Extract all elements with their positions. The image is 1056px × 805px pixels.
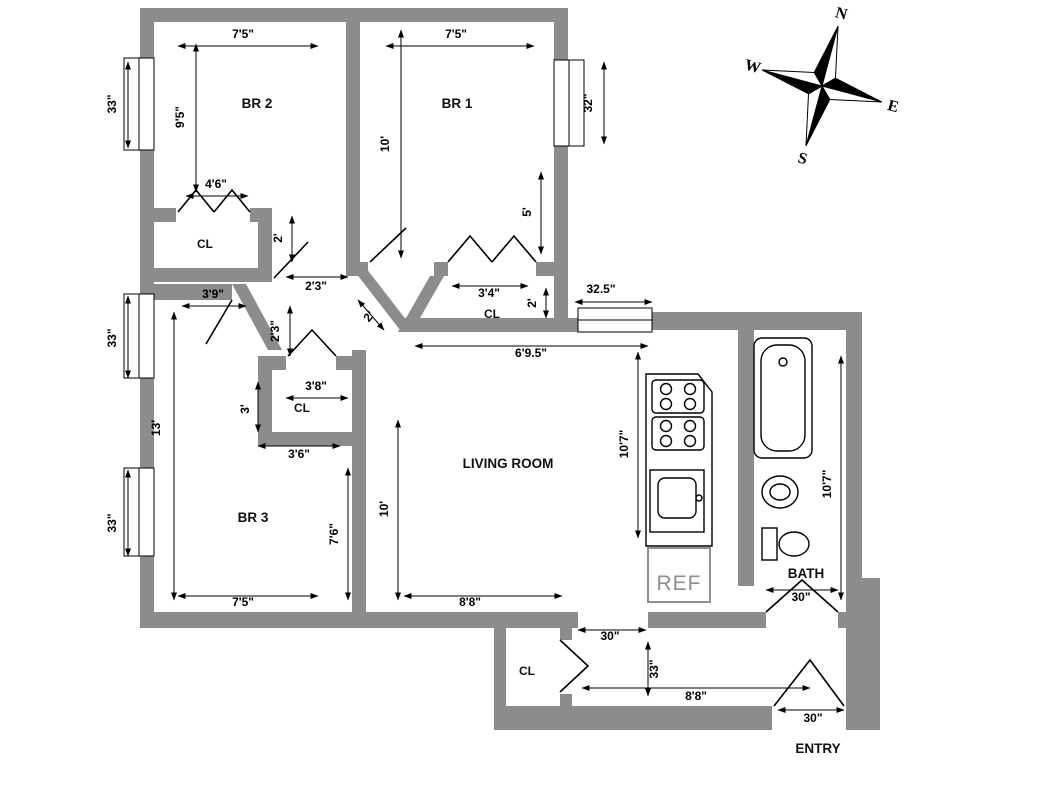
room-label: BR 1 <box>442 96 473 111</box>
room-label: REF <box>657 572 702 595</box>
bedroom3-door <box>205 299 233 345</box>
room-label: LIVING ROOM <box>463 456 554 471</box>
room-label: CL <box>484 307 500 321</box>
dimension-label: 33" <box>647 659 661 678</box>
dimension-label: 8'8" <box>459 595 481 609</box>
bath-door <box>765 578 839 613</box>
dimension-label: 2' <box>271 233 285 243</box>
refrigerator <box>647 547 711 603</box>
stove-top <box>651 416 705 451</box>
entry-door <box>773 658 845 707</box>
stove-top <box>651 379 705 414</box>
closet-door <box>213 188 251 213</box>
dimension-label: 3'4" <box>478 286 500 300</box>
dimension-label: 2'3" <box>268 320 282 342</box>
dimension-label: 3' <box>238 404 252 414</box>
dimension-label: 10'7" <box>617 430 631 459</box>
room-label: CL <box>519 664 535 678</box>
dimension-label: 2' <box>525 298 539 308</box>
dimension-label: 33" <box>105 94 119 113</box>
dimension-label: 7'5" <box>445 27 467 41</box>
dimension-label: 4'6" <box>205 177 227 191</box>
dimension-label: 8'8" <box>685 689 707 703</box>
closet-door <box>447 234 493 263</box>
dimension-label: 32.5" <box>586 282 615 296</box>
dimension-lines <box>125 29 845 713</box>
dimension-label: 33" <box>105 328 119 347</box>
dimension-label: 10' <box>377 501 391 517</box>
dimension-label: 6'9.5" <box>515 346 547 360</box>
hall-closet-door <box>559 639 590 693</box>
room-label: CL <box>197 237 213 251</box>
room-label: BATH <box>788 566 825 581</box>
kitchen-appliances <box>645 373 713 603</box>
dimension-label: 30" <box>600 629 619 643</box>
dimension-label: 7'6" <box>327 523 341 545</box>
room-label: BR 3 <box>238 510 269 525</box>
closet-door <box>491 234 537 263</box>
dimension-label: 7'5" <box>232 27 254 41</box>
dimension-label: 32" <box>581 93 595 112</box>
closet-door <box>177 188 215 213</box>
compass-south: S <box>796 150 809 169</box>
room-label: BR 2 <box>242 96 273 111</box>
dimension-label: 10'7" <box>820 470 834 499</box>
dimension-label: 30" <box>791 590 810 604</box>
dimension-label: 13' <box>149 420 163 436</box>
dimension-label: 3'6" <box>288 447 310 461</box>
compass-north: N <box>833 4 849 24</box>
dimension-label: 10' <box>378 136 392 152</box>
dimension-label: 9'5" <box>173 106 187 128</box>
compass-east: E <box>886 97 901 116</box>
room-labels: BR 2 BR 1 BR 3 LIVING ROOM BATH ENTRY REF CL CL C… <box>197 96 841 756</box>
dimension-label: 33" <box>105 513 119 532</box>
compass-rose: N E S W <box>743 4 901 169</box>
dimension-label: 5' <box>520 207 534 217</box>
room-label: CL <box>294 401 310 415</box>
dimension-labels: 7'5"7'5"33"9'5"10'32"4'6"2'5'2'3"3'4"2'3… <box>105 27 834 725</box>
dimension-label: 3'8" <box>305 379 327 393</box>
bath-fixtures <box>753 337 813 561</box>
compass-west: W <box>743 57 763 78</box>
dimension-label: 3'9" <box>202 287 224 301</box>
closet-door <box>287 328 337 357</box>
dimension-label: 2' <box>361 308 378 324</box>
room-label: ENTRY <box>795 741 840 756</box>
dimension-label: 30" <box>803 711 822 725</box>
dimension-label: 2'3" <box>305 279 327 293</box>
toilet <box>761 527 778 561</box>
bedroom2-door <box>273 241 309 279</box>
dimension-label: 7'5" <box>232 595 254 609</box>
